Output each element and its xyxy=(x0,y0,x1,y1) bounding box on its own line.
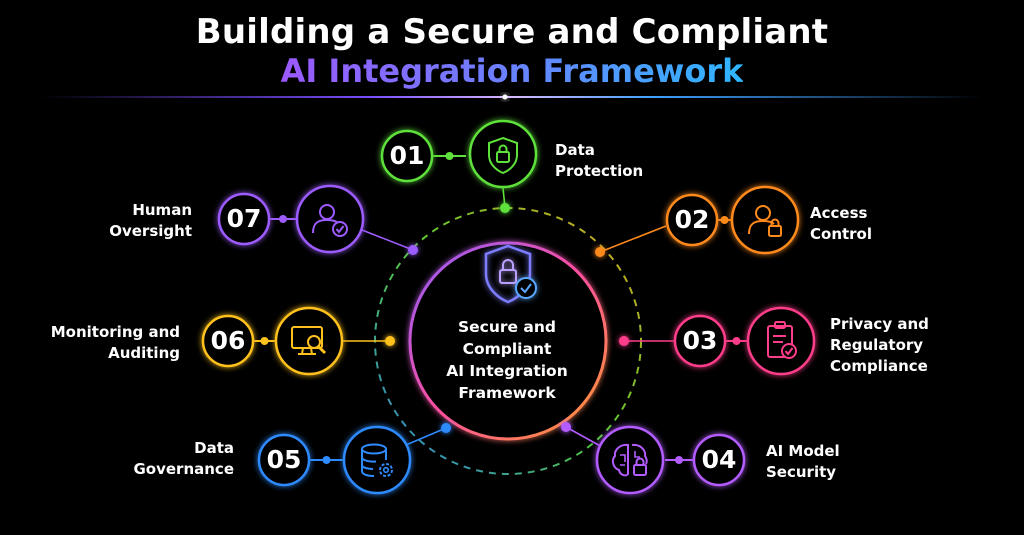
item-number-03: 03 xyxy=(682,326,718,355)
clipboard-check-icon xyxy=(767,321,797,359)
shield-lock-icon xyxy=(488,136,518,175)
connector-node xyxy=(260,337,269,345)
page-title-line2: AI Integration Framework xyxy=(0,52,1024,90)
connector-to-ring xyxy=(565,426,605,449)
ring-node xyxy=(500,203,510,213)
brain-lock-icon xyxy=(611,443,648,477)
item-label-06: Monitoring and Auditing xyxy=(50,323,180,362)
connector-to-ring xyxy=(361,229,414,251)
connector-to-ring xyxy=(405,427,447,446)
connector-node xyxy=(732,337,741,345)
item-label-01: Data Protection xyxy=(555,141,644,180)
connector-node xyxy=(279,215,287,223)
framework-item-05 xyxy=(257,423,451,495)
item-label-07: Human Oversight xyxy=(109,201,192,240)
page-title-line1: Building a Secure and Compliant xyxy=(195,12,829,52)
number-badge-circle xyxy=(257,433,311,487)
icon-circle xyxy=(468,119,538,189)
connector-node xyxy=(322,456,331,464)
user-lock-icon xyxy=(748,205,782,237)
item-label-03: Privacy and Regulatory Compliance xyxy=(830,315,929,375)
ring-node xyxy=(561,422,571,432)
icon-circle xyxy=(342,425,412,495)
number-badge-circle xyxy=(201,314,255,368)
framework-item-04 xyxy=(561,422,746,495)
title-divider-spark xyxy=(502,94,508,100)
inner-ring xyxy=(408,241,608,441)
item-label-05: Data Governance xyxy=(133,439,234,478)
database-gear-icon xyxy=(361,443,393,477)
connector-node xyxy=(675,456,683,464)
number-badge-circle xyxy=(673,314,727,368)
title-divider xyxy=(40,96,984,98)
center-shield-icon xyxy=(484,244,537,304)
framework-item-07 xyxy=(217,184,418,255)
connector-node xyxy=(445,152,454,160)
monitor-search-icon xyxy=(291,326,327,355)
center-label: Secure and Compliant AI Integration Fram… xyxy=(446,318,568,402)
framework-item-06 xyxy=(201,306,395,376)
user-check-icon xyxy=(312,204,348,237)
item-number-06: 06 xyxy=(210,326,246,355)
number-badge-circle xyxy=(692,433,746,487)
item-label-02: Access Control xyxy=(810,204,873,243)
number-badge-circle xyxy=(380,129,434,183)
number-badge-circle xyxy=(665,193,719,247)
ring-node xyxy=(408,245,418,255)
connector-node xyxy=(720,216,729,224)
framework-item-01 xyxy=(380,119,538,213)
item-number-02: 02 xyxy=(674,205,710,234)
framework-item-03 xyxy=(619,306,816,376)
ring-node xyxy=(619,336,629,346)
icon-circle xyxy=(595,425,665,495)
item-number-07: 07 xyxy=(226,204,262,233)
item-label-04: AI Model Security xyxy=(766,442,840,481)
page-title-gradient: AI Integration Framework xyxy=(280,52,744,90)
framework-item-02 xyxy=(595,185,800,257)
ring-node xyxy=(441,423,451,433)
number-badge-circle xyxy=(217,192,271,246)
item-number-05: 05 xyxy=(266,445,302,474)
ring-node xyxy=(385,336,395,346)
connector-to-ring xyxy=(599,225,667,253)
item-number-01: 01 xyxy=(389,141,425,170)
item-number-04: 04 xyxy=(701,445,737,474)
ring-node xyxy=(595,247,605,257)
